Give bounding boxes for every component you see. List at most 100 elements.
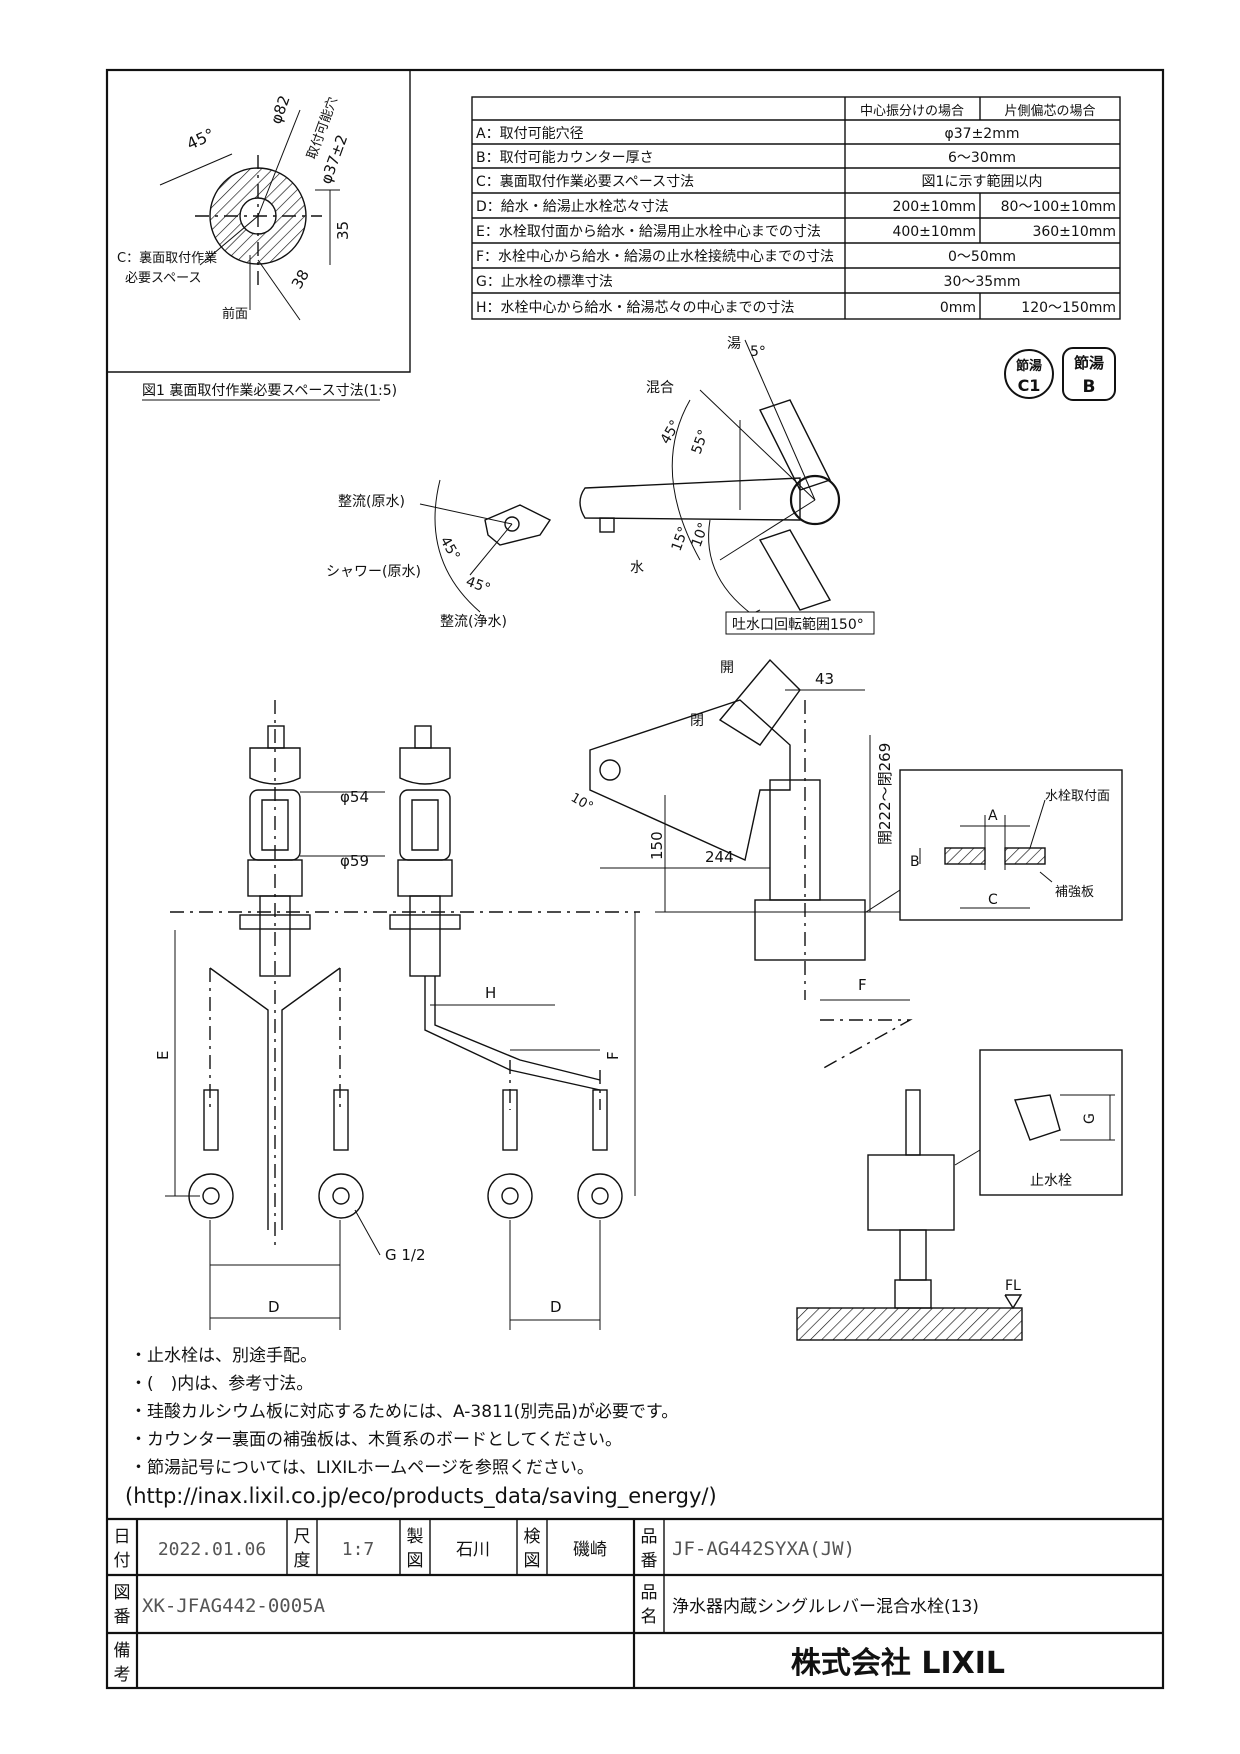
tb-checked: 磯崎: [573, 1540, 607, 1560]
note-line: ・節湯記号については、LIXILホームページを参照ください。: [130, 1458, 594, 1478]
table-row-label: A：取付可能穴径: [476, 126, 584, 142]
angle-10: 10°: [568, 790, 595, 815]
dim-43: 43: [815, 670, 834, 688]
dim-244: 244: [705, 848, 734, 866]
faucet-front-right: [389, 725, 461, 977]
faucet-side-view: [589, 658, 913, 1071]
tb-product-name-label: 品: [641, 1583, 658, 1603]
tb-checked-label: 検: [524, 1527, 541, 1547]
detail-A: A: [988, 808, 998, 824]
detail-counter: [865, 769, 1123, 921]
tb-scale-label: 尺: [294, 1527, 311, 1547]
tb-product-no: JF-AG442SYXA(JW): [672, 1538, 855, 1560]
top-a55: 55°: [689, 428, 713, 457]
table-row-label: D：給水・給湯止水栓芯々寸法: [476, 198, 669, 215]
fig1-caption: 図1 裏面取付作業必要スペース寸法(1:5): [142, 382, 397, 399]
note-url: (http://inax.lixil.co.jp/eco/products_da…: [125, 1484, 717, 1509]
table-row-value: 6～30mm: [948, 150, 1016, 166]
tb-product-name: 浄水器内蔵シングルレバー混合水栓(13): [672, 1597, 979, 1617]
top-view: 湯 5° 混合 45° 55° 15° 10° 水 吐水口回転範囲150°: [579, 335, 875, 635]
dia-59: φ59: [340, 852, 369, 870]
dim-F-side: F: [858, 976, 867, 994]
note-line: ・珪酸カルシウム板に対応するためには、A-3811(別売品)が必要です。: [130, 1402, 678, 1422]
supply-lines-left: [165, 930, 381, 1330]
fig1-space-label-1: C：裏面取付作業: [117, 250, 217, 266]
table-row-label: F：水栓中心から給水・給湯の止水栓接続中心までの寸法: [476, 248, 834, 265]
spray-seiryu-jo: 整流(浄水): [440, 614, 507, 630]
fig1-dim-38: 38: [288, 266, 313, 292]
fl-label: FL: [1005, 1278, 1021, 1294]
tb-drawing-no-label: 番: [114, 1607, 131, 1627]
table-row-value: φ37±2mm: [945, 126, 1020, 142]
label-open: 開: [720, 660, 734, 676]
title-block: 日 付 2022.01.06 尺 度 1:7 製 図 石川 検 図 磯崎 品 番…: [107, 1517, 1163, 1688]
dim-D-right: D: [550, 1298, 562, 1316]
faucet-front-left: [239, 700, 311, 1250]
table-row-label: G：止水栓の標準寸法: [476, 274, 613, 290]
top-water: 水: [630, 560, 644, 576]
tb-product-name-label: 名: [641, 1607, 658, 1627]
dim-D-left: D: [268, 1298, 280, 1316]
spray-seiryu-gen: 整流(原水): [338, 494, 405, 510]
dim-E: E: [154, 1051, 172, 1060]
detail-C: C: [988, 892, 998, 908]
tb-date-label: 日: [114, 1527, 131, 1547]
top-mix: 混合: [646, 380, 674, 396]
notes: ・止水栓は、別途手配。 ・( )内は、参考寸法。 ・珪酸カルシウム板に対応するた…: [125, 1346, 717, 1509]
tb-drawing-no: XK-JFAG442-0005A: [142, 1595, 326, 1617]
floor-assembly: [796, 1089, 1023, 1341]
table-row-value-offset: 360±10mm: [1032, 224, 1116, 240]
detail-valve: [954, 1049, 1123, 1196]
badge-b-line1: 節湯: [1074, 354, 1104, 372]
table-row-label: C：裏面取付作業必要スペース寸法: [476, 173, 694, 190]
table-row-label: B：取付可能カウンター厚さ: [476, 150, 654, 166]
table-row-value: 400±10mm: [892, 224, 976, 240]
tb-product-no-label: 番: [641, 1551, 658, 1571]
dim-H: H: [485, 984, 496, 1002]
badge-b: 節湯 B: [1062, 347, 1116, 401]
note-line: ・( )内は、参考寸法。: [130, 1374, 313, 1394]
table-row-label: H：水栓中心から給水・給湯芯々の中心までの寸法: [476, 299, 795, 316]
tb-scale: 1:7: [342, 1539, 375, 1560]
table-row-value: 図1に示す範囲以内: [922, 173, 1043, 190]
fig1-space-label-2: 必要スペース: [125, 271, 201, 286]
spray-a45b: 45°: [464, 574, 493, 598]
detail-valve-label: 止水栓: [1030, 1173, 1072, 1189]
table-row-value-offset: 80～100±10mm: [1001, 199, 1116, 215]
tb-company: 株式会社 LIXIL: [791, 1646, 1005, 1681]
fig1-front-label: 前面: [222, 306, 248, 322]
tb-date-label: 付: [114, 1551, 131, 1571]
fig1-dim-35: 35: [334, 221, 352, 240]
dim-height: 開222～閉269: [876, 743, 894, 845]
tb-date: 2022.01.06: [158, 1539, 266, 1560]
table-row-value: 0mm: [940, 300, 976, 316]
spec-table: 中心振分けの場合 片側偏芯の場合 A：取付可能穴径 φ37±2mm B：取付可能…: [471, 96, 1121, 320]
spray-shower: シャワー(原水): [326, 564, 421, 580]
badge-c1-line1: 節湯: [1016, 358, 1042, 374]
table-row-value: 0～50mm: [948, 249, 1016, 265]
tb-drawing-no-label: 図: [114, 1583, 131, 1603]
note-line: ・カウンター裏面の補強板は、木質系のボードとしてください。: [130, 1429, 622, 1450]
table-col-center: 中心振分けの場合: [860, 104, 964, 119]
tb-remarks-label: 考: [114, 1665, 131, 1685]
tb-scale-label: 度: [294, 1551, 311, 1571]
dim-F: F: [604, 1051, 622, 1060]
table-row-label: E：水栓取付面から給水・給湯用止水栓中心までの寸法: [476, 223, 821, 240]
figure1: 45° φ82 取付可能穴 φ37±2 35 38 C：裏面取付作業 必要スペー…: [107, 70, 411, 401]
tb-drawn-label: 製: [407, 1527, 424, 1547]
badge-c1: 節湯 C1: [1004, 349, 1054, 399]
detail-reinforcement: 補強板: [1055, 885, 1094, 900]
tb-drawn: 石川: [456, 1540, 490, 1560]
badge-b-line2: B: [1083, 377, 1096, 397]
table-row-value: 30～35mm: [944, 274, 1021, 290]
fig1-angle: 45°: [184, 124, 218, 153]
dim-150: 150: [648, 831, 666, 860]
tb-product-no-label: 品: [641, 1527, 658, 1547]
top-rotation: 吐水口回転範囲150°: [732, 616, 864, 633]
table-col-offset: 片側偏芯の場合: [1004, 104, 1095, 119]
top-a10: 10°: [689, 521, 713, 550]
supply-lines-right: [424, 912, 636, 1330]
table-row-value-offset: 120～150mm: [1021, 300, 1116, 316]
top-yu-angle: 5°: [750, 344, 766, 360]
